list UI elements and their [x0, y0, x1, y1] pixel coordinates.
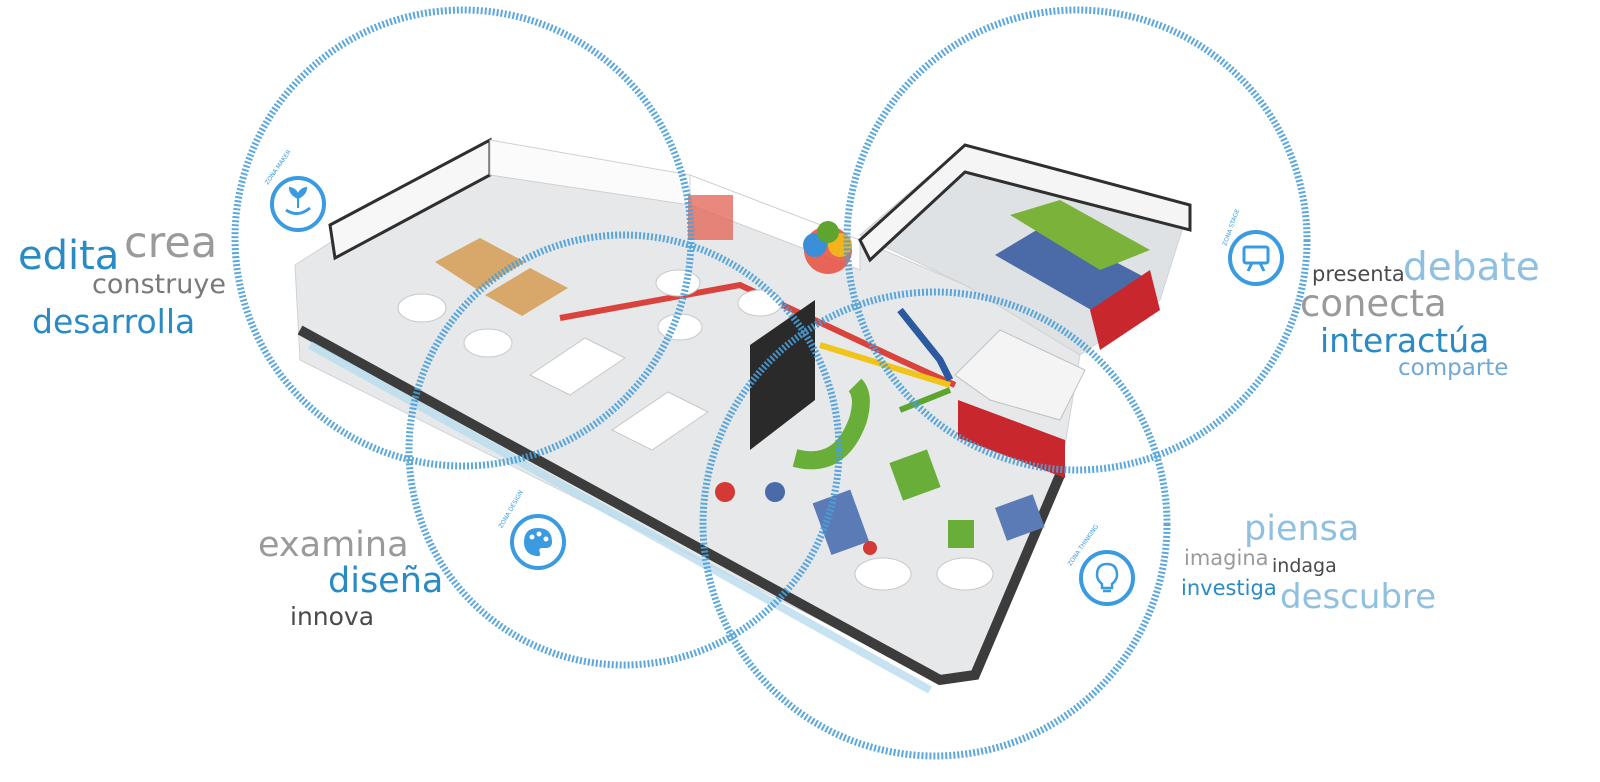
- palette-icon: [510, 514, 566, 570]
- word-imagina: imagina: [1184, 546, 1269, 570]
- zone-stage-badge: ZONA STAGE: [1221, 208, 1284, 286]
- word-examina: examina: [258, 525, 409, 565]
- round-table: [463, 328, 513, 358]
- staircase-room: [954, 329, 1086, 421]
- floor-line-green: [898, 387, 952, 413]
- lightbulb-icon: [1079, 550, 1135, 606]
- chalkboard-partition: [750, 300, 815, 450]
- word-comparte: comparte: [1398, 355, 1509, 381]
- word-descubre: descubre: [1280, 577, 1437, 617]
- stage-bleacher-red: [1090, 270, 1160, 350]
- word-investiga: investiga: [1181, 576, 1277, 600]
- round-table: [397, 293, 447, 323]
- red-storage-cabinet: [958, 400, 1065, 478]
- presentation-board-icon: [1228, 230, 1284, 286]
- blue-sofa: [812, 489, 870, 556]
- stage-bleacher-blocks: [995, 225, 1150, 315]
- round-table: [854, 557, 912, 591]
- word-desarrolla: desarrolla: [32, 302, 196, 341]
- red-chair: [715, 482, 735, 502]
- front-glass: [308, 341, 932, 694]
- word-interactua: interactúa: [1320, 321, 1490, 360]
- front-wall-edge: [297, 325, 1065, 686]
- round-table: [936, 557, 994, 591]
- zone-thinking-badge: ZONA THINKING: [1066, 524, 1135, 606]
- zone-rings: [231, 6, 1311, 760]
- word-presenta: presenta: [1312, 262, 1405, 286]
- word-construye: construye: [92, 269, 226, 300]
- word-edita: edita: [18, 233, 120, 279]
- word-debate: debate: [1403, 245, 1540, 290]
- round-table: [737, 289, 783, 317]
- word-piensa: piensa: [1244, 509, 1360, 549]
- design-desk-1: [529, 337, 626, 396]
- word-indaga: indaga: [1272, 555, 1337, 577]
- word-crea: crea: [124, 218, 218, 268]
- word-innova: innova: [290, 602, 375, 631]
- decorative-tree-leaf: [817, 221, 839, 243]
- red-chair: [863, 541, 877, 555]
- floor-line-blue: [897, 307, 954, 382]
- green-sofa: [948, 520, 974, 548]
- ring-design: [405, 231, 843, 669]
- maker-table-1: [435, 238, 525, 290]
- hand-plant-icon: [270, 176, 326, 232]
- zone-maker-badge: ZONA MAKER: [264, 149, 326, 232]
- design-desk-2: [611, 391, 709, 451]
- round-table: [655, 269, 701, 297]
- green-sofa: [889, 449, 941, 501]
- back-wall-stage: [858, 143, 1192, 263]
- blue-sofa: [995, 494, 1045, 541]
- ring-maker: [231, 6, 695, 470]
- stage-bleacher-green: [1010, 200, 1150, 270]
- ring-thinking: [699, 288, 1171, 760]
- blue-chair: [765, 482, 785, 502]
- colorful-wall-panel: [688, 195, 733, 240]
- maker-table-2: [485, 268, 568, 316]
- zone-design-badge: ZONA DESIGN: [498, 489, 566, 570]
- word-disena: diseña: [328, 561, 444, 601]
- isometric-classroom: [294, 137, 1192, 694]
- curved-sofa: [792, 378, 870, 470]
- word-conecta: conecta: [1300, 282, 1447, 325]
- ring-stage: [843, 6, 1311, 474]
